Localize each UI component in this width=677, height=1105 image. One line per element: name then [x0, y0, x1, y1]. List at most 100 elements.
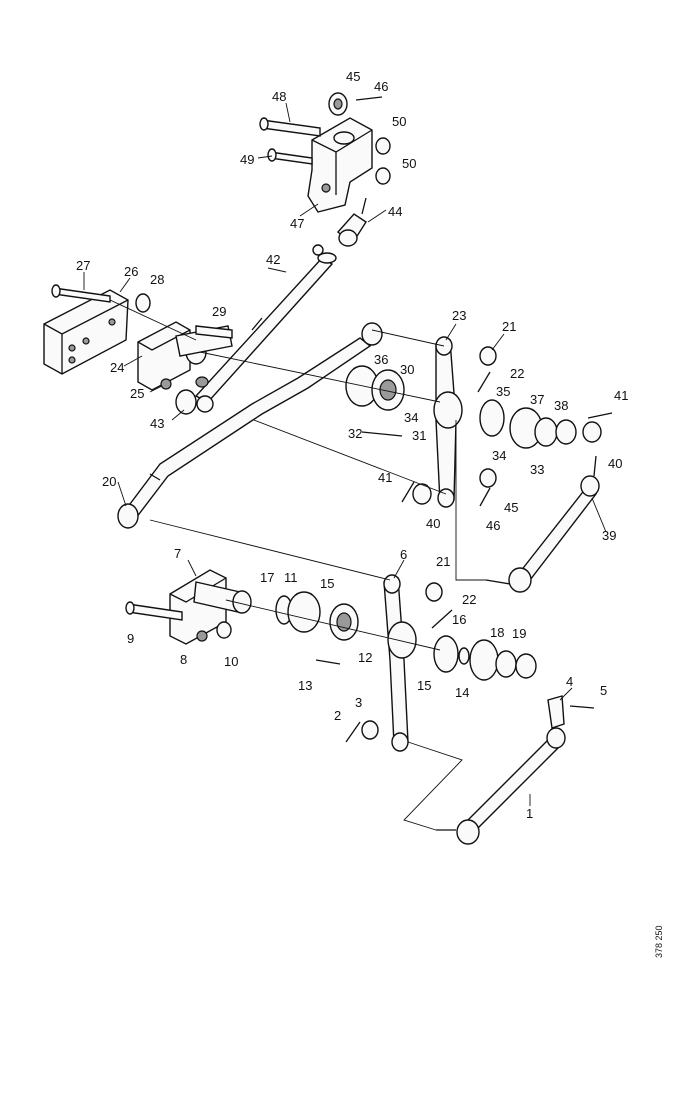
- pin-5: [569, 705, 595, 709]
- callout-22-upper: 22: [510, 366, 524, 381]
- lever-6: [383, 574, 417, 752]
- plate-26: [43, 289, 129, 375]
- nut-28: [135, 293, 151, 313]
- pin-22-upper: [477, 371, 491, 393]
- ring-18: [495, 650, 517, 678]
- joint-43: [175, 376, 214, 415]
- cap-14: [469, 639, 499, 681]
- screw-31: [361, 431, 403, 437]
- link-39: [485, 455, 600, 593]
- bolt-49: [267, 148, 313, 165]
- callout-29: 29: [212, 304, 226, 319]
- callout-42: 42: [266, 252, 280, 267]
- bracket-7: [169, 569, 252, 645]
- ball-joint-44: [337, 197, 367, 247]
- link-1: [436, 695, 566, 845]
- top-bracket-47: [307, 117, 373, 213]
- bushing-11: [287, 591, 321, 633]
- callout-26: 26: [124, 264, 138, 279]
- nut-3: [361, 720, 379, 740]
- callout-20: 20: [102, 474, 116, 489]
- callout-11: 11: [284, 570, 298, 585]
- callout-50-lower: 50: [402, 156, 416, 171]
- nut-40-right: [582, 421, 602, 443]
- callout-31: 31: [412, 428, 426, 443]
- pin-46-center: [479, 487, 491, 507]
- callout-50-upper: 50: [392, 114, 406, 129]
- lever-23: [433, 336, 463, 508]
- nut-45-center: [479, 468, 497, 488]
- callout-46-top: 46: [374, 79, 388, 94]
- screw-12: [315, 659, 341, 665]
- pin-41-center: [401, 481, 415, 503]
- callout-25: 25: [130, 386, 144, 401]
- bolt-29: [195, 325, 233, 339]
- pin-46-top: [355, 96, 383, 101]
- callout-34-right: 34: [492, 448, 506, 463]
- callout-3: 3: [355, 695, 362, 710]
- callout-47: 47: [290, 216, 304, 231]
- callout-labels: 1 2 3 4 5 6 7 8 9 10 11 12 13 14 15 15 1…: [76, 69, 628, 821]
- nut-19: [515, 653, 537, 679]
- arm-20-upper: [117, 322, 383, 529]
- bushing-15-right: [433, 635, 459, 673]
- callout-18: 18: [490, 625, 504, 640]
- callout-39: 39: [602, 528, 616, 543]
- bushing-30-bore: [379, 379, 397, 401]
- callout-27: 27: [76, 258, 90, 273]
- callout-38: 38: [554, 398, 568, 413]
- callout-21-lower: 21: [436, 554, 450, 569]
- callout-49: 49: [240, 152, 254, 167]
- callout-46-center: 46: [486, 518, 500, 533]
- nut-38: [555, 419, 577, 445]
- pin-41-right: [587, 412, 613, 419]
- bolt-27: [51, 284, 111, 303]
- callout-48: 48: [272, 89, 286, 104]
- callout-40-center: 40: [426, 516, 440, 531]
- bolt-9: [125, 601, 183, 621]
- callout-15-left: 15: [320, 576, 334, 591]
- callout-30: 30: [400, 362, 414, 377]
- callout-28: 28: [150, 272, 164, 287]
- callout-19: 19: [512, 626, 526, 641]
- callout-35: 35: [496, 384, 510, 399]
- callout-12: 12: [358, 650, 372, 665]
- callout-6: 6: [400, 547, 407, 562]
- callout-15-right: 15: [417, 678, 431, 693]
- bolt-48: [259, 117, 321, 137]
- nut-40-center: [412, 483, 432, 505]
- callout-14: 14: [455, 685, 469, 700]
- nut-10: [216, 621, 232, 639]
- callout-23: 23: [452, 308, 466, 323]
- washer-25: [160, 378, 172, 390]
- washer-8: [196, 630, 208, 642]
- callout-22-lower: 22: [462, 592, 476, 607]
- nut-45-top: [328, 92, 348, 116]
- callout-45-top: 45: [346, 69, 360, 84]
- ring-34-a: [479, 399, 505, 437]
- callout-45-center: 45: [504, 500, 518, 515]
- callout-43: 43: [150, 416, 164, 431]
- nut-21-upper: [479, 346, 497, 366]
- callout-41-center: 41: [378, 470, 392, 485]
- callout-4: 4: [566, 674, 573, 689]
- nut-50-upper: [375, 137, 391, 155]
- callout-40-right: 40: [608, 456, 622, 471]
- callout-32: 32: [348, 426, 362, 441]
- ring-16: [458, 647, 470, 665]
- callout-33: 33: [530, 462, 544, 477]
- callout-37: 37: [530, 392, 544, 407]
- callout-8: 8: [180, 652, 187, 667]
- callout-13: 13: [298, 678, 312, 693]
- callout-1: 1: [526, 806, 533, 821]
- nut-50-lower: [375, 167, 391, 185]
- nut-21-lower: [425, 582, 443, 602]
- callout-24: 24: [110, 360, 124, 375]
- callout-2: 2: [334, 708, 341, 723]
- callout-21-upper: 21: [502, 319, 516, 334]
- callout-36: 36: [374, 352, 388, 367]
- assembly-axes: [109, 299, 486, 831]
- callout-9: 9: [127, 631, 134, 646]
